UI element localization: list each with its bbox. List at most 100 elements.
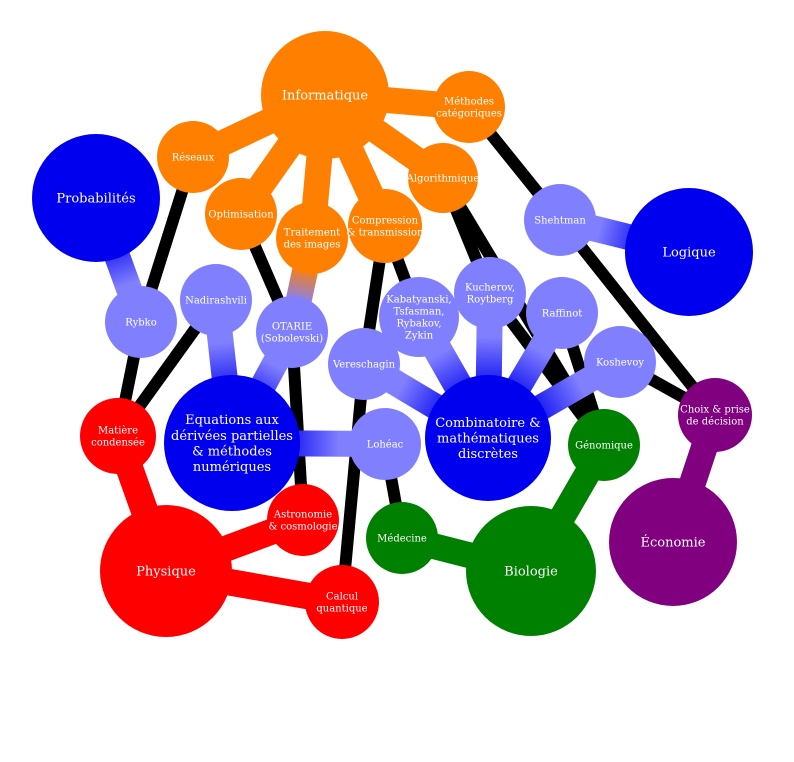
bubble-label-algorithmique: Algorithmique — [406, 174, 480, 185]
bubble-circle-equations — [164, 375, 300, 511]
link-vereschagin-calcul-quantique — [336, 358, 370, 608]
bubble-label-matiere-condensee: Matière — [98, 426, 138, 437]
bubble-circle-combinatoire — [425, 375, 551, 501]
bubble-circle-reseaux — [157, 121, 229, 193]
bubble-label-traitement-des-images: Traitement — [284, 228, 340, 239]
link-shehtman-choix-decision — [554, 214, 721, 421]
bubble-circle-astronomie — [267, 484, 339, 556]
bubble-shehtman: Shehtman — [524, 184, 596, 256]
bubble-rybko: Rybko — [105, 286, 177, 358]
bubble-circle-genomique — [568, 409, 640, 481]
bubble-label-probabilites: Probabilités — [56, 192, 135, 207]
bubble-label-calcul-quantique: quantique — [316, 604, 367, 615]
bubble-optimisation: Optimisation — [205, 178, 277, 250]
bubble-circle-probabilites — [32, 134, 160, 262]
bubble-label-kabatyanski: Tsfasman, — [394, 307, 445, 318]
bubble-label-raffinot: Raffinot — [542, 309, 583, 320]
bubble-circle-economie — [609, 478, 737, 606]
bubble-circle-algorithmique — [408, 143, 478, 213]
bubble-circle-rybko — [105, 286, 177, 358]
bubble-label-matiere-condensee: condensée — [91, 438, 145, 449]
bubble-astronomie: Astronomie& cosmologie — [267, 484, 339, 556]
bubble-circle-otarie — [256, 296, 328, 368]
bubble-circle-vereschagin — [328, 328, 400, 400]
bubble-label-nadirashvili: Nadirashvili — [185, 296, 247, 307]
bubble-circle-traitement-des-images — [276, 202, 348, 274]
bubble-circle-biologie — [466, 506, 596, 636]
bubble-label-astronomie: & cosmologie — [268, 522, 337, 533]
bubble-circle-kabatyanski — [379, 277, 459, 357]
bubble-label-logique: Logique — [662, 246, 716, 261]
bubble-raffinot: Raffinot — [526, 277, 598, 349]
bubble-label-rybko: Rybko — [125, 318, 156, 329]
bubble-loheac: Lohéac — [349, 408, 421, 480]
bubble-circle-koshevoy — [584, 326, 656, 398]
bubble-otarie: OTARIE(Sobolevski) — [256, 296, 328, 368]
bubble-circle-optimisation — [205, 178, 277, 250]
bubble-label-kucherov: Roytberg — [467, 295, 514, 306]
bubble-circle-methodes-categoriques — [433, 71, 505, 143]
bubble-biologie: Biologie — [466, 506, 596, 636]
bubble-kabatyanski: Kabatyanski,Tsfasman,Rybakov,Zykin — [379, 277, 459, 357]
bubble-informatique: Informatique — [261, 31, 389, 159]
bubble-label-astronomie: Astronomie — [273, 510, 332, 521]
bubble-label-shehtman: Shehtman — [534, 216, 586, 227]
bubble-circle-medecine — [366, 502, 438, 574]
bubble-label-otarie: OTARIE — [272, 322, 312, 333]
bubble-label-combinatoire: mathématiques — [437, 432, 539, 447]
bubble-economie: Économie — [609, 478, 737, 606]
bubble-label-medecine: Médecine — [377, 534, 427, 545]
bubble-vereschagin: Vereschagin — [328, 328, 400, 400]
bubble-label-calcul-quantique: Calcul — [326, 592, 358, 603]
bubble-circle-raffinot — [526, 277, 598, 349]
bubble-circle-kucherov — [454, 257, 526, 329]
bubble-label-kabatyanski: Rybakov, — [396, 319, 441, 330]
bubble-label-methodes-categoriques: Méthodes — [444, 97, 494, 108]
bubble-logique: Logique — [625, 188, 753, 316]
bubble-circle-logique — [625, 188, 753, 316]
bubble-label-equations: numériques — [193, 460, 271, 475]
bubble-label-economie: Économie — [641, 535, 706, 551]
bubble-label-traitement-des-images: des images — [284, 240, 341, 251]
bubble-label-compression-transmission: & transmission — [346, 228, 424, 239]
bubble-label-methodes-categoriques: catégoriques — [436, 109, 502, 120]
bubble-koshevoy: Koshevoy — [584, 326, 656, 398]
bubble-label-choix-decision: de décision — [686, 417, 744, 428]
bubble-label-koshevoy: Koshevoy — [596, 358, 644, 369]
bubble-label-combinatoire: Combinatoire & — [435, 416, 541, 431]
bubble-nadirashvili: Nadirashvili — [180, 264, 252, 336]
bubble-label-combinatoire: discrètes — [458, 447, 518, 462]
bubble-label-optimisation: Optimisation — [208, 210, 274, 221]
bubble-kucherov: Kucherov,Roytberg — [454, 257, 526, 329]
bubble-label-loheac: Lohéac — [367, 440, 404, 451]
bubble-circle-informatique — [261, 31, 389, 159]
bubble-label-informatique: Informatique — [282, 89, 369, 104]
bubble-circle-shehtman — [524, 184, 596, 256]
bubble-algorithmique: Algorithmique — [406, 143, 480, 213]
bubble-reseaux: Réseaux — [157, 121, 229, 193]
bubble-label-equations: dérivées partielles — [171, 429, 293, 444]
bubble-label-equations: & méthodes — [192, 444, 272, 459]
bubble-physique: Physique — [100, 505, 232, 637]
bubble-label-vereschagin: Vereschagin — [332, 360, 396, 371]
bubble-circle-loheac — [349, 408, 421, 480]
bubble-label-choix-decision: Choix & prise — [680, 405, 750, 416]
bubble-circle-compression-transmission — [348, 189, 422, 263]
bubble-probabilites: Probabilités — [32, 134, 160, 262]
bubble-circle-calcul-quantique — [305, 565, 379, 639]
bubble-genomique: Génomique — [568, 409, 640, 481]
bubble-compression-transmission: Compression& transmission — [346, 189, 424, 263]
bubble-circle-physique — [100, 505, 232, 637]
bubble-label-compression-transmission: Compression — [352, 216, 419, 227]
bubble-circle-nadirashvili — [180, 264, 252, 336]
bubble-label-genomique: Génomique — [575, 441, 633, 452]
bubble-label-otarie: (Sobolevski) — [261, 334, 323, 345]
